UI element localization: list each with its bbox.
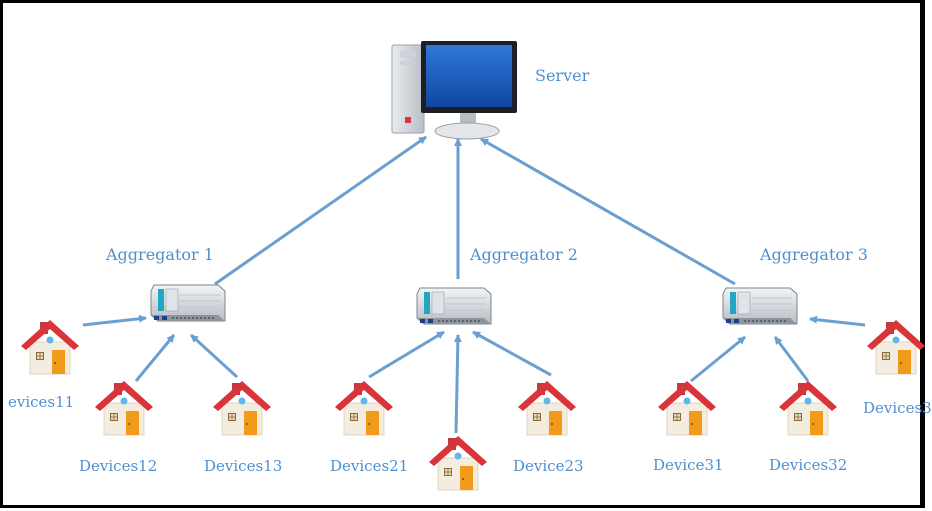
device23-house-icon: [517, 380, 577, 436]
link-device33-aggregator-3: [809, 315, 866, 327]
device21-label: Devices21: [330, 457, 409, 475]
device33-house-icon: [866, 319, 926, 375]
link-device23-aggregator-2: [472, 330, 552, 377]
device12-label: Devices12: [79, 457, 158, 475]
device13-house-icon: [212, 380, 272, 436]
device33-label: Devices3: [863, 399, 932, 417]
device-links: [82, 314, 866, 434]
server-label: Server: [535, 66, 590, 85]
link-device32-aggregator-3: [773, 336, 810, 382]
device32-house-icon: [778, 380, 838, 436]
device11-house-icon: [20, 319, 80, 375]
device21-house-icon: [334, 380, 394, 436]
aggregator-1-switch-icon: [150, 284, 226, 322]
device31-house-icon: [657, 380, 717, 436]
aggregator-2-switch-icon: [416, 287, 492, 325]
device13-label: Devices13: [204, 457, 283, 475]
link-device12-aggregator-1: [134, 334, 176, 382]
server-links: [214, 135, 736, 286]
device23-label: Device23: [513, 457, 584, 475]
device12-house-icon: [94, 380, 154, 436]
link-device11-aggregator-1: [82, 314, 147, 327]
server-computer-icon: [391, 41, 517, 140]
device32-label: Devices32: [769, 456, 848, 474]
aggregator-1-label: Aggregator 1: [106, 245, 214, 264]
link-aggregator-3-server: [480, 137, 736, 286]
aggregator-3-label: Aggregator 3: [760, 245, 868, 264]
link-device22-aggregator-2: [453, 334, 462, 434]
device22-house-icon: [428, 435, 488, 491]
network-diagram: [20, 41, 926, 491]
aggregator-2-label: Aggregator 2: [470, 245, 578, 264]
link-device21-aggregator-2: [368, 330, 445, 379]
aggregator-3-switch-icon: [722, 287, 798, 325]
device31-label: Device31: [653, 456, 724, 474]
link-aggregator-1-server: [214, 135, 427, 286]
link-device13-aggregator-1: [189, 333, 239, 379]
device11-label: evices11: [8, 393, 75, 411]
link-device31-aggregator-3: [690, 335, 746, 383]
